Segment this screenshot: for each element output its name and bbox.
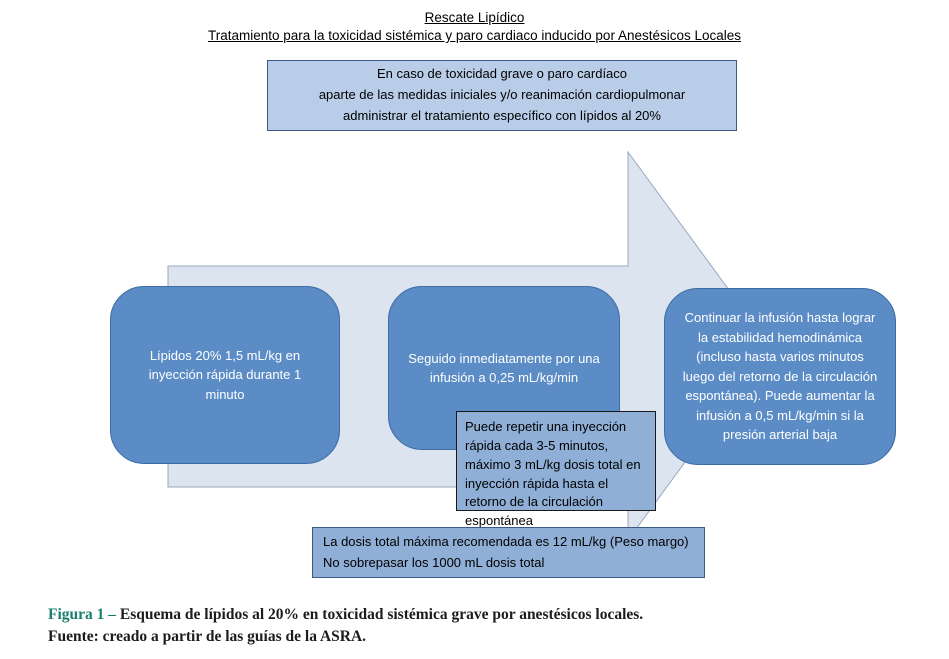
step-box-infusion: Seguido inmediatamente por una infusión … <box>388 286 620 450</box>
step-box-continue: Continuar la infusión hasta lograr la es… <box>664 288 896 465</box>
step-infusion-text: Seguido inmediatamente por una infusión … <box>408 350 600 386</box>
repeat-note-text: Puede repetir una inyección rápida cada … <box>465 419 641 529</box>
step-bolus-text: Lípidos 20% 1,5 mL/kg en inyección rápid… <box>148 347 302 402</box>
intro-line-3: administrar el tratamiento específico co… <box>343 107 661 123</box>
intro-line-2: aparte de las medidas iniciales y/o rean… <box>318 87 686 103</box>
intro-box: En caso de toxicidad grave o paro cardía… <box>267 60 737 131</box>
figure-title-text: Rescate Lipídico <box>424 10 525 25</box>
intro-line-1: En caso de toxicidad grave o paro cardía… <box>376 66 628 82</box>
step-box-bolus: Lípidos 20% 1,5 mL/kg en inyección rápid… <box>110 286 340 464</box>
caption-line-1: Figura 1 – Esquema de lípidos al 20% en … <box>48 604 643 626</box>
step-continue-text: Continuar la infusión hasta lograr la es… <box>682 310 878 443</box>
max-dose-line-2: No sobrepasar los 1000 mL dosis total <box>323 554 545 570</box>
repeat-note-box: Puede repetir una inyección rápida cada … <box>456 411 656 528</box>
figure-subtitle-text: Tratamiento para la toxicidad sistémica … <box>207 28 742 43</box>
figure-title: Rescate Lipídico <box>0 10 949 25</box>
max-dose-line-1: La dosis total máxima recomendada es 12 … <box>323 534 689 549</box>
figure-number-label: Figura 1 – <box>48 606 117 623</box>
caption-text: Esquema de lípidos al 20% en toxicidad s… <box>119 606 644 623</box>
caption-source: Fuente: creado a partir de las guías de … <box>48 628 367 645</box>
figure-caption: Figura 1 – Esquema de lípidos al 20% en … <box>48 604 643 648</box>
figure-subtitle: Tratamiento para la toxicidad sistémica … <box>0 28 949 43</box>
max-dose-box: La dosis total máxima recomendada es 12 … <box>312 527 705 578</box>
